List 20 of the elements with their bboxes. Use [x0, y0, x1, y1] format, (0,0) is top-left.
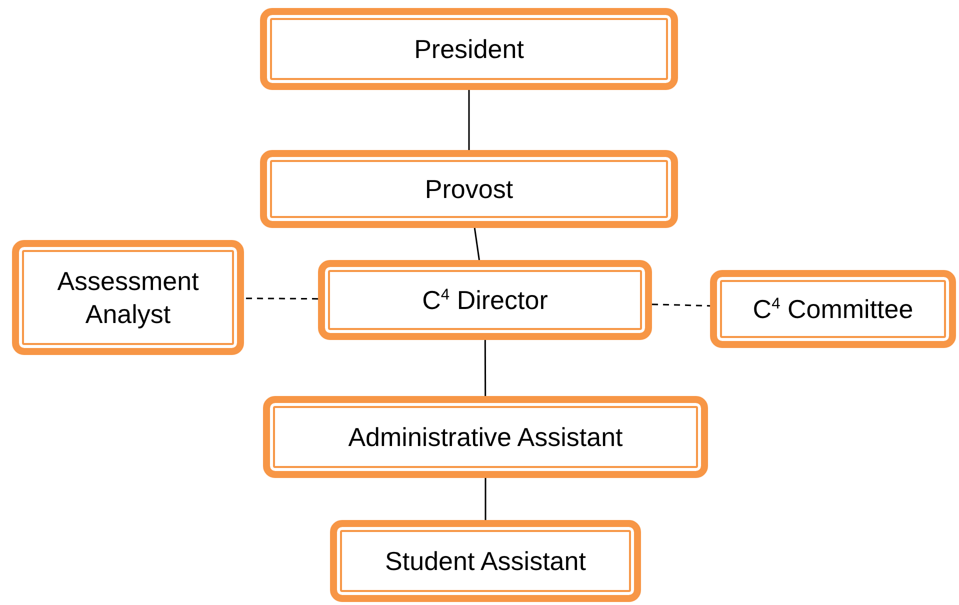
role-title: C$^{4}$ Director: [421, 284, 549, 316]
role-box: [263, 396, 708, 478]
role-box: [12, 240, 244, 355]
connector-line: [484, 340, 486, 396]
role-title: Student Assistant: [384, 544, 587, 578]
connector-line: [484, 478, 486, 520]
connector-line: [474, 228, 480, 260]
role-title: Assessment Analyst: [56, 265, 200, 330]
role-title: Provost: [424, 172, 514, 206]
role-title: Administrative Assistant: [347, 420, 624, 454]
connector-line: [244, 298, 318, 300]
role-box: [260, 8, 678, 90]
role-box: [260, 150, 678, 228]
role-box: [330, 520, 641, 602]
role-title: C$^{4}$ Committee: [752, 292, 914, 326]
connector-line: [468, 90, 470, 150]
connector-line: [652, 304, 710, 307]
role-box: [318, 260, 652, 340]
role-box: [710, 270, 956, 348]
role-title: President: [413, 32, 525, 66]
